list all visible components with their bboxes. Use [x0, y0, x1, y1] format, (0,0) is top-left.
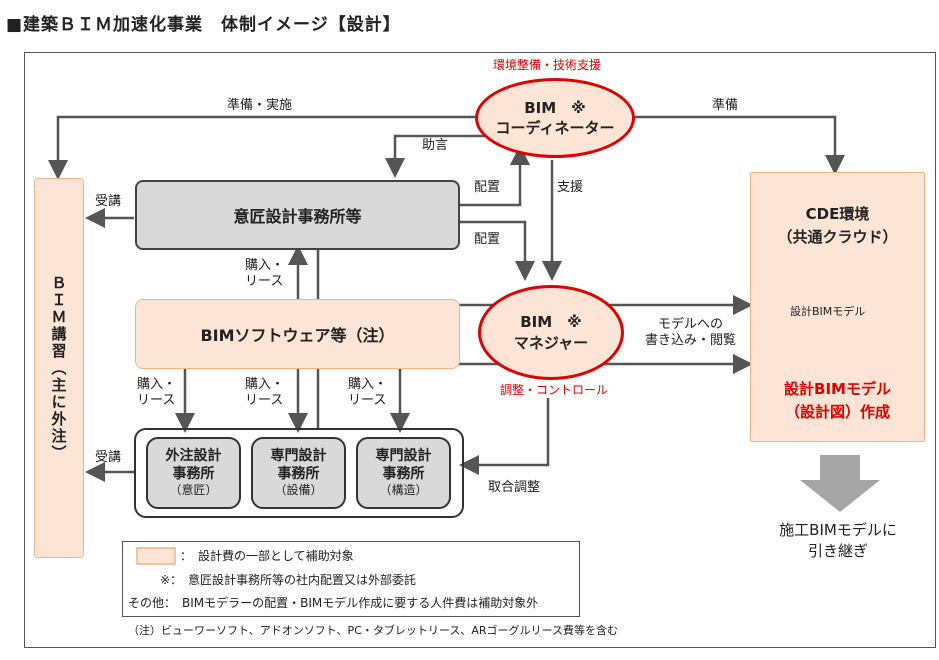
label-purchase-b: 購入・ リース [245, 377, 284, 410]
legend-box [122, 541, 580, 617]
legend-item1: ： 設計費の一部として補助対象 [180, 549, 354, 563]
label-purchase-c-1: 購入・ [348, 377, 388, 392]
label-purchase-main-1: 購入・ [245, 258, 285, 273]
cde-output2: （設計図）作成 [784, 402, 890, 421]
coordinator-line1: BIM ※ [524, 98, 586, 117]
label-purchase-a: 購入・ リース [137, 377, 176, 410]
cde-title1: CDE環境 [805, 205, 870, 223]
sub-office-design: 外注設計 事務所 （意匠） [146, 437, 241, 509]
software-label: BIMソフトウェア等（注） [200, 326, 395, 345]
cde-title2: （共通クラウド） [777, 227, 898, 246]
training-box: ＢＩＭ講習（主に外注） [34, 178, 84, 558]
label-attend2: 受講 [95, 450, 122, 465]
footnote: （注）ビューワーソフト、アドオンソフト、PC・タブレットリース、ARゴーグルリー… [128, 624, 618, 637]
handover-line1: 施工BIMモデルに [779, 521, 897, 539]
manager-line2: マネジャー [513, 333, 589, 352]
coordinator-line2: コーディネーター [495, 119, 615, 137]
label-model-write: モデルへの 書き込み・閲覧 [645, 317, 736, 350]
label-assign1: 配置 [474, 180, 501, 195]
diagram-frame [24, 52, 936, 648]
arrow-assign1 [460, 145, 530, 207]
page-title: ■建築ＢＩＭ加速化事業 体制イメージ【設計】 [6, 15, 401, 35]
label-purchase-main: 購入・ リース [245, 258, 284, 291]
coordinator-node: BIM ※ コーディネーター [475, 78, 635, 158]
legend-swatch [136, 547, 176, 565]
legend-item2: ※： 意匠設計事務所等の社内配置又は外部委託 [160, 573, 417, 587]
sub-office-equipment: 専門設計 事務所 （設備） [251, 437, 346, 509]
manager-node: BIM ※ マネジャー [478, 285, 624, 380]
cde-box: CDE環境 （共通クラウド） 設計BIMモデル （設計図）作成 [750, 172, 925, 442]
label-prep: 準備 [712, 98, 739, 113]
legend-item3: その他： BIMモデラーの配置・BIMモデル作成に要する人件費は補助対象外 [128, 596, 539, 610]
arrow-prep-impl [48, 115, 478, 180]
sub-office-design-line1: 外注設計 [165, 448, 222, 465]
sub-offices-group [134, 428, 464, 518]
label-purchase-c: 購入・ リース [348, 377, 387, 410]
sub-office-structure-line1: 専門設計 [375, 448, 432, 465]
sub-office-equipment-line1: 専門設計 [270, 448, 327, 465]
arrow-advice [385, 134, 520, 178]
arrow-prep [633, 115, 845, 175]
sub-office-structure: 専門設計 事務所 （構造） [356, 437, 451, 509]
sub-office-equipment-note: （設備） [274, 483, 323, 498]
label-model-write-2: 書き込み・閲覧 [645, 333, 737, 349]
label-advice: 助言 [422, 138, 449, 153]
sub-office-structure-note: （構造） [379, 483, 428, 498]
sub-office-design-note: （意匠） [169, 483, 218, 498]
arrow-assign2 [460, 220, 535, 281]
label-model-write-1: モデルへの [658, 317, 724, 332]
manager-note: 調整・コントロール [500, 383, 609, 397]
design-office-box: 意匠設計事務所等 [135, 180, 460, 250]
software-box: BIMソフトウェア等（注） [135, 299, 460, 369]
design-office-label: 意匠設計事務所等 [233, 207, 362, 226]
sub-office-structure-line2: 事務所 [382, 466, 425, 483]
cube-label: 設計BIMモデル [790, 305, 866, 318]
cde-output1: 設計BIMモデル [784, 380, 891, 398]
label-prep-impl: 準備・実施 [227, 98, 293, 113]
label-purchase-main-2: リース [245, 274, 284, 290]
label-assign2: 配置 [474, 232, 501, 247]
arrow-coordination [459, 398, 550, 475]
handover-text: 施工BIMモデルに 引き継ぎ [768, 520, 908, 562]
label-purchase-c-2: リース [348, 393, 387, 409]
label-attend1: 受講 [95, 194, 122, 209]
training-label: ＢＩＭ講習（主に外注） [49, 274, 68, 462]
label-purchase-b-1: 購入・ [245, 377, 285, 392]
label-purchase-b-2: リース [245, 393, 284, 409]
coordinator-note: 環境整備・技術支援 [493, 58, 602, 72]
handover-arrow [800, 455, 880, 512]
label-purchase-a-2: リース [137, 393, 176, 409]
label-coordination: 取合調整 [488, 480, 541, 495]
label-support: 支援 [557, 180, 584, 195]
label-purchase-a-1: 購入・ [137, 377, 177, 392]
sub-office-design-line2: 事務所 [172, 466, 215, 483]
sub-office-equipment-line2: 事務所 [277, 466, 320, 483]
handover-line2: 引き継ぎ [807, 542, 868, 560]
manager-line1: BIM ※ [520, 313, 582, 332]
